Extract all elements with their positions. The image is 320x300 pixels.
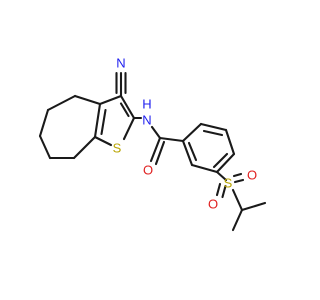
bond <box>181 139 194 167</box>
bond <box>240 201 267 212</box>
bond <box>100 108 107 136</box>
atom-sulfonyl-oxygen-left: O <box>208 197 218 212</box>
bond <box>93 102 102 139</box>
bond <box>215 182 222 197</box>
bond <box>190 163 219 174</box>
bond <box>119 102 130 118</box>
bond <box>46 94 77 112</box>
bond <box>199 122 228 132</box>
bond <box>38 134 52 160</box>
bond <box>154 140 166 166</box>
atom-thiophene-sulfur: S <box>113 141 122 156</box>
atom-nitrile-nitrogen: N <box>116 56 125 71</box>
bond <box>215 170 228 182</box>
bond <box>224 128 236 156</box>
bond <box>231 188 244 212</box>
bond <box>72 135 97 160</box>
bond <box>119 94 136 120</box>
bond <box>158 136 185 143</box>
bond <box>98 94 123 106</box>
bond <box>232 172 243 178</box>
atom-layer: N N H S O S O O <box>113 56 257 212</box>
bond <box>233 178 245 184</box>
bond <box>38 108 50 138</box>
bond <box>231 208 244 232</box>
bond <box>187 141 198 162</box>
structure-canvas: N N H S O S O O <box>38 56 267 232</box>
bond <box>221 184 227 199</box>
bond <box>181 122 203 143</box>
bond <box>150 125 162 140</box>
atom-sulfonyl-oxygen-right: O <box>247 168 257 183</box>
bond <box>202 129 224 137</box>
atom-amide-hydrogen: H <box>142 97 151 112</box>
atom-amide-nitrogen: N <box>142 113 151 128</box>
bond <box>73 94 102 106</box>
atom-sulfonyl-sulfur: S <box>224 176 233 191</box>
atom-carbonyl-oxygen: O <box>143 163 153 178</box>
bond <box>149 136 162 163</box>
bond <box>215 152 236 174</box>
bond <box>212 152 229 169</box>
molecule-structure: N N H S O S O O <box>38 56 267 232</box>
bond-layer <box>38 71 267 232</box>
bond <box>122 116 136 141</box>
bond <box>93 135 113 147</box>
